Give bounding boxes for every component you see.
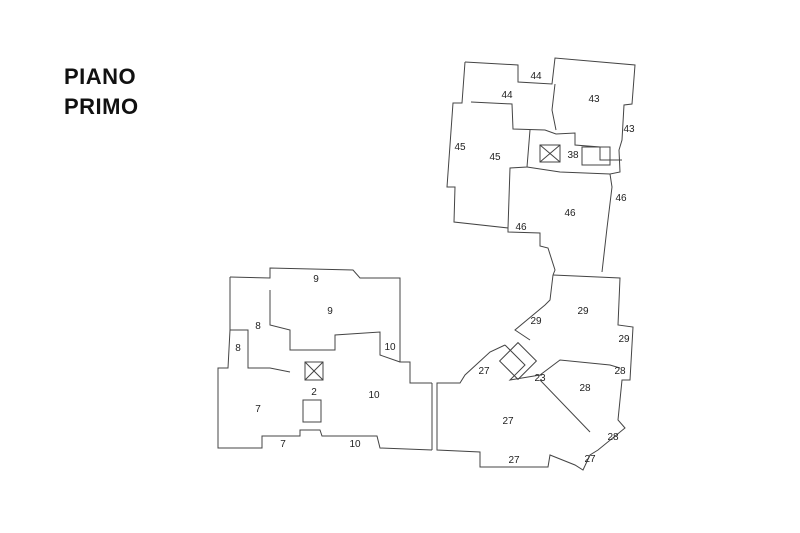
room-label: 10 <box>368 390 380 401</box>
room-label: 46 <box>615 193 627 204</box>
room-label: 29 <box>530 316 542 327</box>
east-wing-walls <box>431 274 634 471</box>
room-label: 8 <box>235 343 241 354</box>
room-label: 29 <box>577 306 589 317</box>
room-label: 9 <box>313 274 319 285</box>
room-label: 27 <box>508 455 520 466</box>
plan-title-line2: PRIMO <box>64 94 139 119</box>
room-label: 28 <box>614 366 626 377</box>
north-wing-walls <box>446 57 636 276</box>
room-label: 43 <box>588 94 600 105</box>
room-label: 27 <box>502 416 514 427</box>
room-label: 44 <box>501 90 513 101</box>
room-label: 46 <box>564 208 576 219</box>
room-label: 10 <box>384 342 396 353</box>
plan-title-line1: PIANO <box>64 64 137 89</box>
elevator-38 <box>539 144 561 163</box>
stair-38 <box>581 146 611 166</box>
room-label: 45 <box>489 152 501 163</box>
room-label: 7 <box>255 404 261 415</box>
room-label: 23 <box>534 373 546 384</box>
room-label: 38 <box>567 150 579 161</box>
room-label: 29 <box>618 334 630 345</box>
stair-2 <box>302 399 322 423</box>
elevator-2 <box>304 361 324 381</box>
room-label: 27 <box>478 366 490 377</box>
room-label: 10 <box>349 439 361 450</box>
room-label: 2 <box>311 387 317 398</box>
room-label: 9 <box>327 306 333 317</box>
room-label: 45 <box>454 142 466 153</box>
room-label: 7 <box>280 439 286 450</box>
room-label: 28 <box>607 432 619 443</box>
room-label: 28 <box>579 383 591 394</box>
room-label: 27 <box>584 454 596 465</box>
room-label: 46 <box>515 222 527 233</box>
room-label: 44 <box>530 71 542 82</box>
room-label: 43 <box>623 124 635 135</box>
west-wing-walls <box>217 267 433 451</box>
stair-23 <box>498 341 538 381</box>
room-label: 8 <box>255 321 261 332</box>
